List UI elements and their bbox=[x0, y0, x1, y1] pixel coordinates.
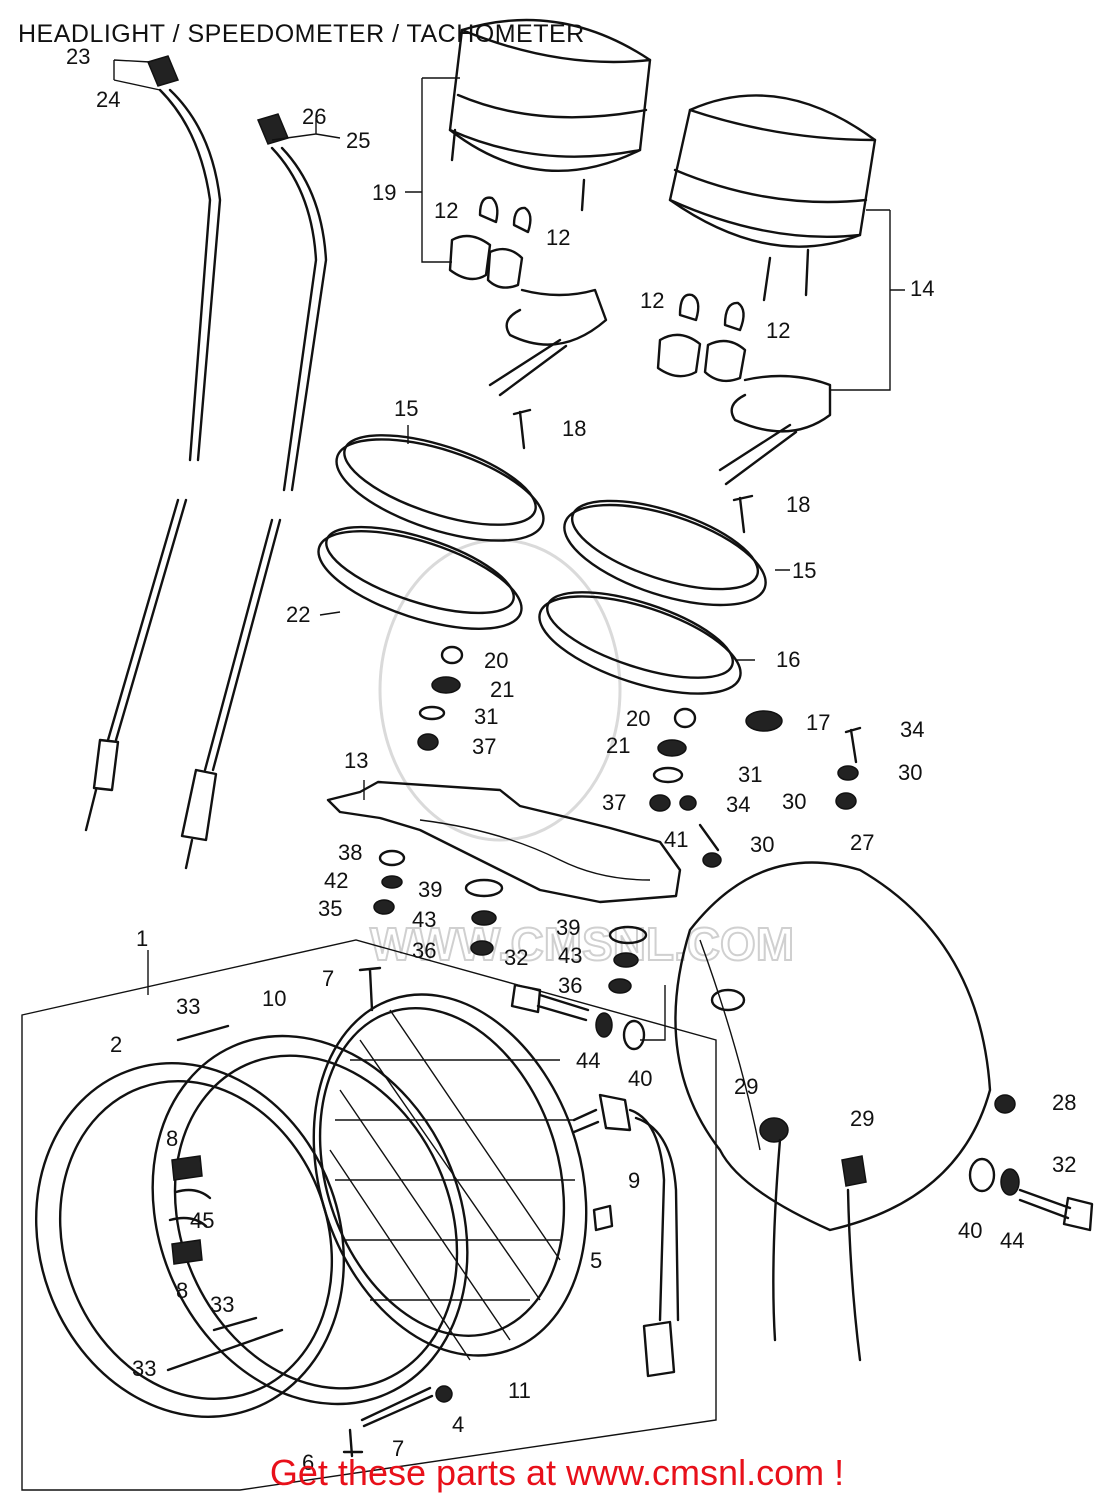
speedometer-cable bbox=[84, 55, 222, 832]
tachometer-assembly bbox=[656, 94, 877, 486]
callout-37: 37 bbox=[602, 790, 626, 815]
promo-link[interactable]: Get these parts at www.cmsnl.com ! bbox=[269, 1452, 845, 1493]
callout-7: 7 bbox=[322, 966, 334, 991]
callout-11: 11 bbox=[508, 1378, 531, 1403]
callout-23: 23 bbox=[66, 44, 90, 69]
callout-labels: 23 24 26 25 19 12 12 12 12 14 15 18 18 1… bbox=[66, 44, 1076, 1475]
callout-24: 24 bbox=[96, 87, 120, 112]
callout-44: 44 bbox=[576, 1048, 600, 1073]
callout-37: 37 bbox=[472, 734, 496, 759]
callout-15: 15 bbox=[792, 558, 816, 583]
callout-21: 21 bbox=[490, 677, 514, 702]
callout-39: 39 bbox=[556, 915, 580, 940]
headlight-case bbox=[674, 861, 1016, 1362]
callout-12: 12 bbox=[546, 225, 570, 250]
screw-parts bbox=[512, 408, 862, 764]
callout-12: 12 bbox=[766, 318, 790, 343]
callout-16: 16 bbox=[776, 647, 800, 672]
callout-31: 31 bbox=[738, 762, 762, 787]
callout-8: 8 bbox=[176, 1278, 188, 1303]
callout-21: 21 bbox=[606, 733, 630, 758]
callout-10: 10 bbox=[262, 986, 286, 1011]
watermark-text: WWW.CMSNL.COM bbox=[370, 918, 794, 970]
callout-20: 20 bbox=[626, 706, 650, 731]
sealed-beam-unit bbox=[312, 993, 588, 1361]
callout-30: 30 bbox=[750, 832, 774, 857]
leader-lines bbox=[21, 59, 905, 1491]
callout-44: 44 bbox=[1000, 1228, 1024, 1253]
headlight-hardware bbox=[166, 966, 614, 1458]
callout-8: 8 bbox=[166, 1126, 178, 1151]
callout-14: 14 bbox=[910, 276, 934, 301]
left-meter-case bbox=[317, 434, 545, 630]
tachometer-cable bbox=[180, 113, 328, 870]
speedometer-assembly bbox=[448, 18, 652, 397]
callout-12: 12 bbox=[434, 198, 458, 223]
callout-18: 18 bbox=[562, 416, 586, 441]
callout-15: 15 bbox=[394, 396, 418, 421]
callout-26: 26 bbox=[302, 104, 326, 129]
diagram-title: HEADLIGHT / SPEEDOMETER / TACHOMETER bbox=[18, 20, 585, 48]
callout-34: 34 bbox=[900, 717, 924, 742]
meter-bracket bbox=[326, 780, 682, 904]
callout-20: 20 bbox=[484, 648, 508, 673]
callout-17: 17 bbox=[806, 710, 830, 735]
callout-39: 39 bbox=[418, 877, 442, 902]
callout-43: 43 bbox=[558, 943, 582, 968]
callout-40: 40 bbox=[628, 1066, 652, 1091]
callout-18: 18 bbox=[786, 492, 810, 517]
callout-38: 38 bbox=[338, 840, 362, 865]
callout-1: 1 bbox=[136, 926, 148, 951]
callout-5: 5 bbox=[590, 1248, 602, 1273]
callout-30: 30 bbox=[898, 760, 922, 785]
callout-12: 12 bbox=[640, 288, 664, 313]
callout-13: 13 bbox=[344, 748, 368, 773]
callout-36: 36 bbox=[558, 973, 582, 998]
callout-33: 33 bbox=[210, 1292, 234, 1317]
callout-45: 45 bbox=[190, 1208, 214, 1233]
callout-25: 25 bbox=[346, 128, 370, 153]
callout-33: 33 bbox=[132, 1356, 156, 1381]
callout-9: 9 bbox=[628, 1168, 640, 1193]
callout-36: 36 bbox=[412, 938, 436, 963]
callout-35: 35 bbox=[318, 896, 342, 921]
mounting-ring bbox=[151, 1034, 469, 1406]
callout-22: 22 bbox=[286, 602, 310, 627]
callout-29: 29 bbox=[734, 1074, 758, 1099]
callout-7: 7 bbox=[392, 1436, 404, 1461]
callout-33: 33 bbox=[176, 994, 200, 1019]
callout-27: 27 bbox=[850, 830, 874, 855]
callout-29: 29 bbox=[850, 1106, 874, 1131]
callout-40: 40 bbox=[958, 1218, 982, 1243]
callout-41: 41 bbox=[664, 827, 688, 852]
small-hardware bbox=[373, 645, 859, 994]
callout-42: 42 bbox=[324, 868, 348, 893]
callout-6: 6 bbox=[302, 1450, 314, 1475]
callout-30: 30 bbox=[782, 789, 806, 814]
callout-43: 43 bbox=[412, 907, 436, 932]
right-meter-case bbox=[538, 499, 767, 695]
callout-31: 31 bbox=[474, 704, 498, 729]
callout-4: 4 bbox=[452, 1412, 464, 1437]
callout-34: 34 bbox=[726, 792, 750, 817]
headlight-wiring bbox=[572, 1093, 680, 1378]
bolts bbox=[510, 983, 1094, 1232]
callout-32: 32 bbox=[1052, 1152, 1076, 1177]
callout-19: 19 bbox=[372, 180, 396, 205]
callout-28: 28 bbox=[1052, 1090, 1076, 1115]
callout-32: 32 bbox=[504, 945, 528, 970]
callout-2: 2 bbox=[110, 1032, 122, 1057]
